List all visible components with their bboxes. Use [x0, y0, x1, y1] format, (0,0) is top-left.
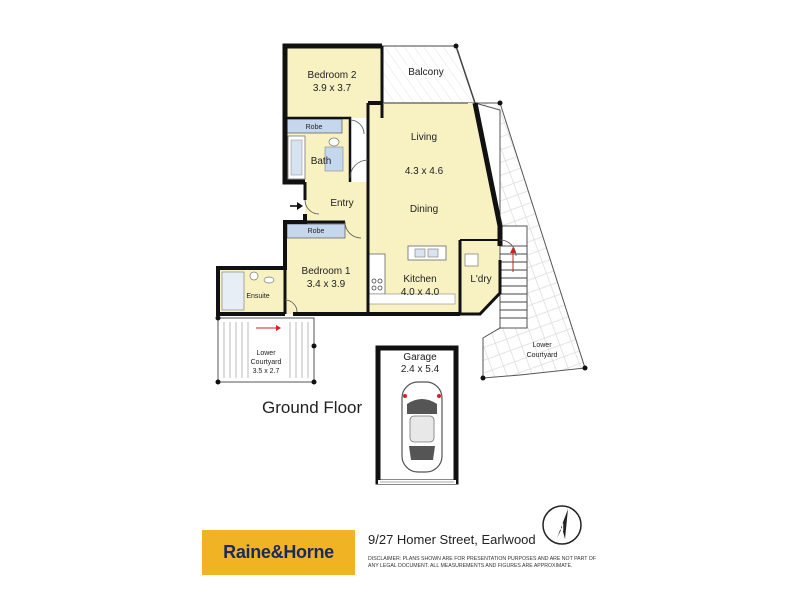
property-address: 9/27 Homer Street, Earlwood: [368, 532, 536, 547]
car-icon: [401, 381, 443, 473]
robe-lower-label: Robe: [308, 228, 325, 235]
lower-courtyard-left-line1: Lower: [256, 350, 276, 357]
garage-size: 2.4 x 5.4: [401, 364, 440, 375]
ensuite-label: Ensuite: [246, 293, 269, 300]
lower-courtyard-right-area: [474, 102, 586, 379]
courtyard-steps: [256, 325, 281, 331]
living-size: 4.3 x 4.6: [405, 166, 444, 177]
disclaimer: Disclaimer: Plans shown are for presenta…: [368, 556, 597, 569]
kitchen-size: 4.0 x 4.0: [401, 287, 440, 298]
dining-label: Dining: [410, 204, 438, 215]
laundry-label: L'dry: [470, 274, 491, 285]
doors: [284, 119, 517, 313]
garage-label: Garage: [403, 352, 437, 363]
balcony-label: Balcony: [408, 67, 444, 78]
lower-courtyard-right-line1: Lower: [532, 342, 552, 349]
stair-arrow-icon: [510, 247, 516, 272]
entry-arrow-icon: [290, 202, 303, 210]
walls: [216, 43, 503, 316]
agency-logo-text: Raine&Horne: [223, 542, 334, 562]
kitchen-label: Kitchen: [403, 274, 436, 285]
bedroom2-label: Bedroom 2: [308, 70, 357, 81]
lower-courtyard-left-size: 3.5 x 2.7: [253, 368, 280, 375]
bath-label: Bath: [311, 156, 332, 167]
bedroom1-label: Bedroom 1: [302, 266, 351, 277]
robe-upper-label: Robe: [306, 124, 323, 131]
posts: [453, 43, 588, 381]
room-labels: Bedroom 2 3.9 x 3.7 Balcony Robe Bath Li…: [246, 67, 557, 375]
bedroom2-size: 3.9 x 3.7: [313, 83, 352, 94]
svg-text:N: N: [556, 522, 564, 534]
living-label: Living: [411, 132, 437, 143]
robes: [221, 118, 479, 311]
lower-courtyard-left-area: [215, 315, 317, 385]
lower-courtyard-right-line2: Courtyard: [527, 352, 558, 359]
bedroom1-size: 3.4 x 3.9: [307, 279, 346, 290]
compass-north-icon: N: [542, 505, 582, 545]
entry-label: Entry: [330, 198, 353, 209]
floor-title: Ground Floor: [262, 398, 363, 417]
lower-courtyard-left-line2: Courtyard: [251, 359, 282, 366]
agency-logo: Raine&Horne: [202, 530, 355, 575]
